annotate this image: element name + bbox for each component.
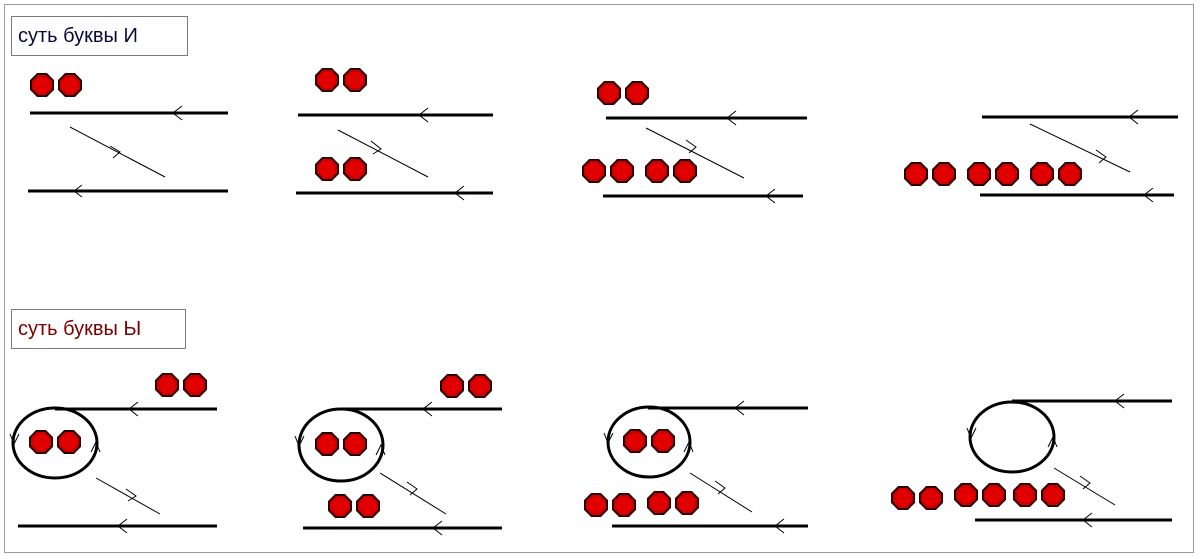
arrow-icon — [109, 145, 121, 159]
loop-circle — [297, 407, 385, 483]
arrow-left-icon — [734, 400, 745, 416]
diagonal-line — [645, 127, 745, 179]
arrow-down-icon — [9, 433, 20, 446]
section-title-y: суть буквы Ы — [11, 309, 186, 349]
dot — [612, 493, 636, 517]
dot — [1030, 162, 1054, 186]
section-title-i: суть буквы И — [11, 16, 188, 56]
arrow-icon — [685, 139, 697, 154]
dot — [155, 373, 179, 397]
arrow-up-icon — [90, 440, 101, 453]
dot — [1013, 483, 1037, 507]
arrow-up-icon — [1047, 435, 1058, 448]
arrow-icon — [1095, 149, 1107, 164]
section-title-y-text: суть буквы Ы — [18, 317, 142, 340]
dot — [995, 162, 1019, 186]
diagonal-line — [1029, 123, 1131, 173]
dot — [315, 157, 339, 181]
dot — [356, 494, 380, 518]
y-diagram-4 — [891, 393, 1172, 528]
dot — [673, 159, 697, 183]
dot — [584, 493, 608, 517]
arrow-icon — [714, 480, 726, 495]
arrow-left-icon — [1114, 393, 1125, 409]
dot — [58, 73, 82, 97]
i-diagram-2 — [296, 68, 493, 201]
arrow-left-icon — [454, 185, 465, 201]
dot — [645, 159, 669, 183]
i-diagram-1 — [28, 73, 228, 198]
i-diagram-3 — [582, 81, 807, 204]
arrow-icon — [406, 481, 418, 496]
dot — [315, 432, 339, 456]
arrow-left-icon — [422, 401, 433, 417]
diagonal-line — [69, 126, 166, 178]
dot — [1041, 483, 1065, 507]
dot — [610, 159, 634, 183]
dot — [1058, 162, 1082, 186]
dot — [315, 68, 339, 92]
dot — [440, 374, 464, 398]
diagonal-line — [95, 477, 161, 515]
dot — [647, 491, 671, 515]
diagonal-line — [337, 129, 429, 178]
arrow-left-icon — [1082, 512, 1093, 528]
arrow-left-icon — [774, 518, 785, 534]
arrow-up-icon — [375, 443, 386, 456]
dot — [343, 432, 367, 456]
dot — [343, 157, 367, 181]
arrow-left-icon — [418, 107, 429, 123]
arrow-left-icon — [1128, 109, 1139, 125]
arrow-left-icon — [117, 518, 128, 534]
dot — [919, 486, 943, 510]
section-title-i-text: суть буквы И — [18, 24, 138, 47]
dot — [57, 430, 81, 454]
dot — [651, 429, 675, 453]
y-diagram-2 — [294, 374, 502, 536]
dot — [183, 373, 207, 397]
dot — [954, 483, 978, 507]
dot — [582, 159, 606, 183]
dot — [468, 374, 492, 398]
loop-circle — [968, 400, 1056, 474]
dot — [623, 429, 647, 453]
dot — [29, 430, 53, 454]
arrow-down-icon — [294, 435, 305, 448]
arrow-left-icon — [172, 105, 183, 121]
arrow-left-icon — [128, 401, 139, 417]
loop-circle — [11, 406, 99, 480]
y-diagram-1 — [9, 373, 217, 534]
arrow-left-icon — [1143, 187, 1154, 203]
arrow-up-icon — [683, 440, 694, 453]
dot — [328, 494, 352, 518]
loop-circle — [606, 405, 692, 479]
dot — [982, 483, 1006, 507]
i-diagram-4 — [904, 109, 1178, 203]
dot — [597, 81, 621, 105]
diagonal-line — [689, 472, 753, 513]
dot — [932, 162, 956, 186]
diagram-frame — [4, 4, 1194, 553]
arrow-icon — [1079, 475, 1091, 490]
dot — [967, 162, 991, 186]
arrow-icon — [125, 488, 137, 502]
arrow-down-icon — [966, 427, 977, 440]
dot — [30, 73, 54, 97]
arrow-left-icon — [765, 188, 776, 204]
arrow-left-icon — [726, 110, 737, 126]
dot — [904, 162, 928, 186]
dot — [675, 491, 699, 515]
arrow-left-icon — [432, 520, 443, 536]
diagonal-line — [379, 472, 447, 515]
y-diagram-3 — [584, 400, 808, 534]
dot — [891, 486, 915, 510]
dot — [625, 81, 649, 105]
dot — [343, 68, 367, 92]
arrow-left-icon — [73, 184, 83, 198]
arrow-down-icon — [603, 432, 614, 445]
diagonal-line — [1053, 467, 1116, 506]
arrow-icon — [370, 140, 382, 155]
